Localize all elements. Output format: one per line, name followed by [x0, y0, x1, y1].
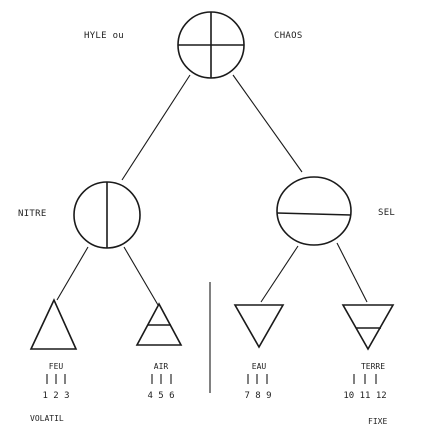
feu-label: FEU — [49, 362, 64, 371]
sel-label: SEL — [378, 208, 395, 218]
eau-numbers: 7 8 9 — [244, 391, 271, 401]
edge-root-nitre — [121, 74, 191, 181]
terre-ticks — [353, 374, 377, 384]
eau-ticks — [247, 374, 268, 384]
triangle-down-barred-icon — [341, 304, 395, 351]
air-label: AIR — [154, 362, 169, 371]
terre-label: TERRE — [361, 362, 385, 371]
triangle-up-icon — [29, 298, 78, 350]
triangle-up-barred-icon — [135, 302, 183, 346]
air-numbers: 4 5 6 — [147, 391, 174, 401]
volatil-label: VOLATIL — [30, 414, 64, 423]
triangle-down-icon — [233, 304, 285, 349]
edge-sel-terre — [336, 242, 368, 303]
terre-numbers: 10 11 12 — [343, 391, 386, 401]
edge-root-sel — [232, 74, 303, 173]
fixe-label: FIXE — [368, 417, 387, 426]
eau-label: EAU — [252, 362, 267, 371]
sel-circle-horizontal-icon — [276, 176, 352, 246]
feu-numbers: 1 2 3 — [42, 391, 69, 401]
root-left-label: HYLE ou — [84, 31, 124, 41]
connector-lines — [56, 74, 368, 393]
root-circle-quartered-icon — [177, 11, 245, 79]
edge-nitre-feu — [56, 246, 89, 301]
nitre-circle-vertical-icon — [73, 181, 141, 249]
edge-nitre-air — [123, 246, 159, 306]
feu-ticks — [46, 374, 66, 384]
nitre-label: NITRE — [18, 209, 47, 219]
air-ticks — [151, 374, 172, 384]
edge-sel-eau — [260, 245, 299, 303]
tick-marks — [46, 374, 377, 384]
root-right-label: CHAOS — [274, 31, 303, 41]
